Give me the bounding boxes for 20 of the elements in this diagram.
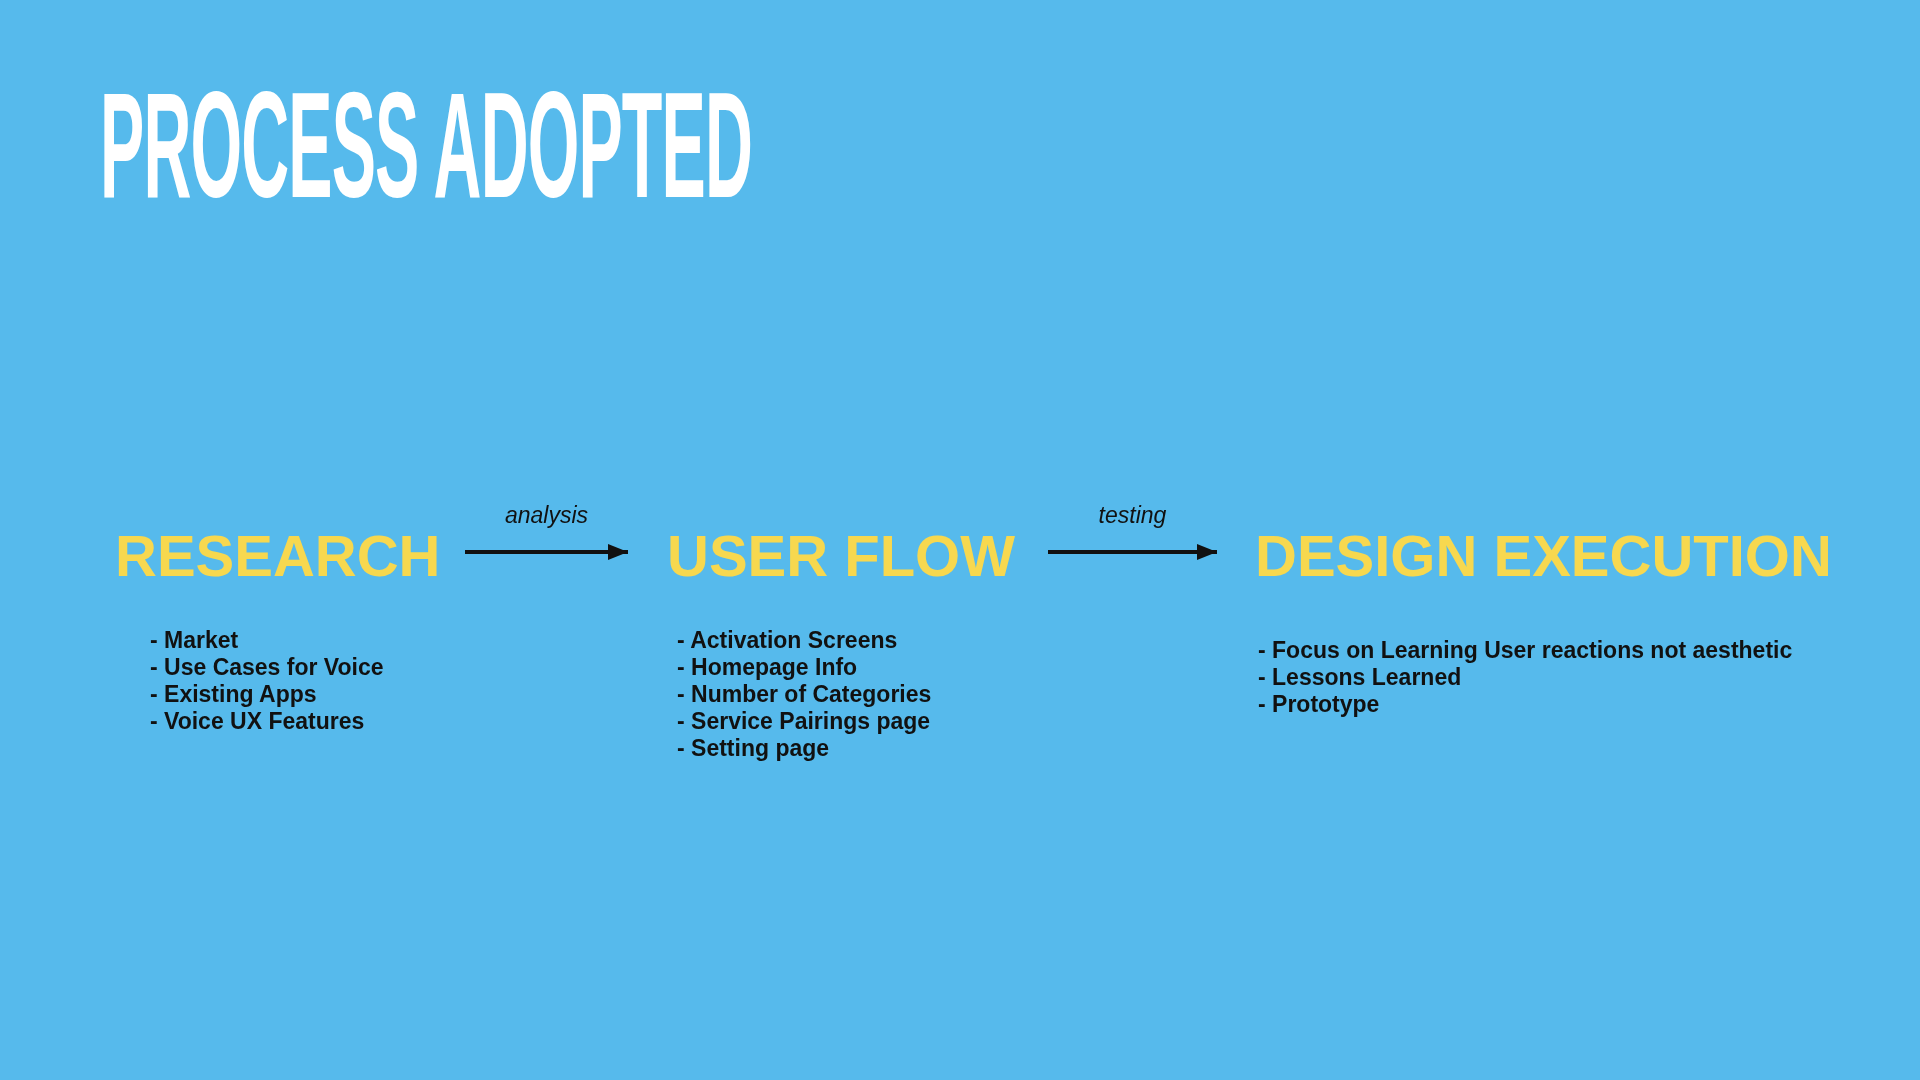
bullet-item: - Number of Categories: [677, 681, 932, 708]
bullet-item: - Lessons Learned: [1258, 664, 1463, 691]
slide-title: PROCESS ADOPTED: [100, 70, 752, 220]
stage-heading: DESIGN EXECUTION: [1255, 524, 1832, 588]
arrow: [465, 544, 628, 560]
bullet-item: - Voice UX Features: [150, 708, 366, 735]
bullet-item: - Setting page: [677, 735, 831, 762]
bullet-item: - Prototype: [1258, 691, 1381, 718]
stage-heading: USER FLOW: [667, 524, 1015, 588]
bullet-item: - Market: [150, 627, 240, 654]
bullet-item: - Existing Apps: [150, 681, 318, 708]
bullet-item: - Service Pairings page: [677, 708, 932, 735]
bullet-item: - Use Cases for Voice: [150, 654, 384, 681]
bullet-item: - Homepage Info: [677, 654, 859, 681]
stage-heading: RESEARCH: [115, 524, 441, 588]
bullet-item: - Activation Screens: [677, 627, 899, 654]
edge-label: testing: [1098, 502, 1167, 529]
arrow: [1048, 544, 1217, 560]
edge-label: analysis: [504, 502, 589, 529]
bullet-item: - Focus on Learning User reactions not aesthetic: [1258, 637, 1793, 664]
